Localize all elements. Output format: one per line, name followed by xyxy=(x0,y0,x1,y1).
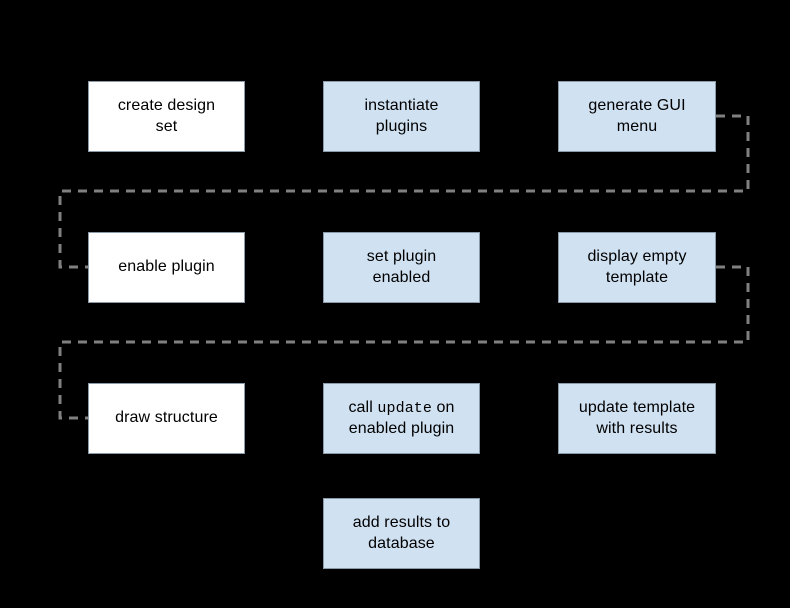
node-label: update template with results xyxy=(578,399,696,437)
node-add-results-to-database[interactable]: add results to database xyxy=(323,498,480,569)
node-instantiate-plugins[interactable]: instantiate plugins xyxy=(323,81,480,152)
node-enable-plugin[interactable]: enable plugin xyxy=(88,232,245,303)
node-label: display empty template xyxy=(587,248,687,286)
node-display-empty-template[interactable]: display empty template xyxy=(558,232,716,303)
node-generate-gui-menu[interactable]: generate GUI menu xyxy=(558,81,716,152)
node-label: generate GUI menu xyxy=(588,97,686,135)
node-label: instantiate plugins xyxy=(364,97,439,135)
node-label: draw structure xyxy=(115,409,218,427)
node-label-code: update xyxy=(377,400,432,418)
node-label: set plugin enabled xyxy=(366,248,437,286)
node-set-plugin-enabled[interactable]: set plugin enabled xyxy=(323,232,480,303)
node-call-update-on-enabled-plugin[interactable]: call update on enabled plugin xyxy=(323,383,480,454)
node-label-suffix: on enabled plugin xyxy=(348,399,455,437)
node-draw-structure[interactable]: draw structure xyxy=(88,383,245,454)
node-create-design-set[interactable]: create design set xyxy=(88,81,245,152)
node-label: call update on enabled plugin xyxy=(330,398,473,439)
node-label-prefix: call xyxy=(348,399,378,417)
node-label: create design set xyxy=(117,97,216,135)
node-label: add results to database xyxy=(352,514,451,552)
node-update-template-with-results[interactable]: update template with results xyxy=(558,383,716,454)
node-label: enable plugin xyxy=(118,258,215,276)
